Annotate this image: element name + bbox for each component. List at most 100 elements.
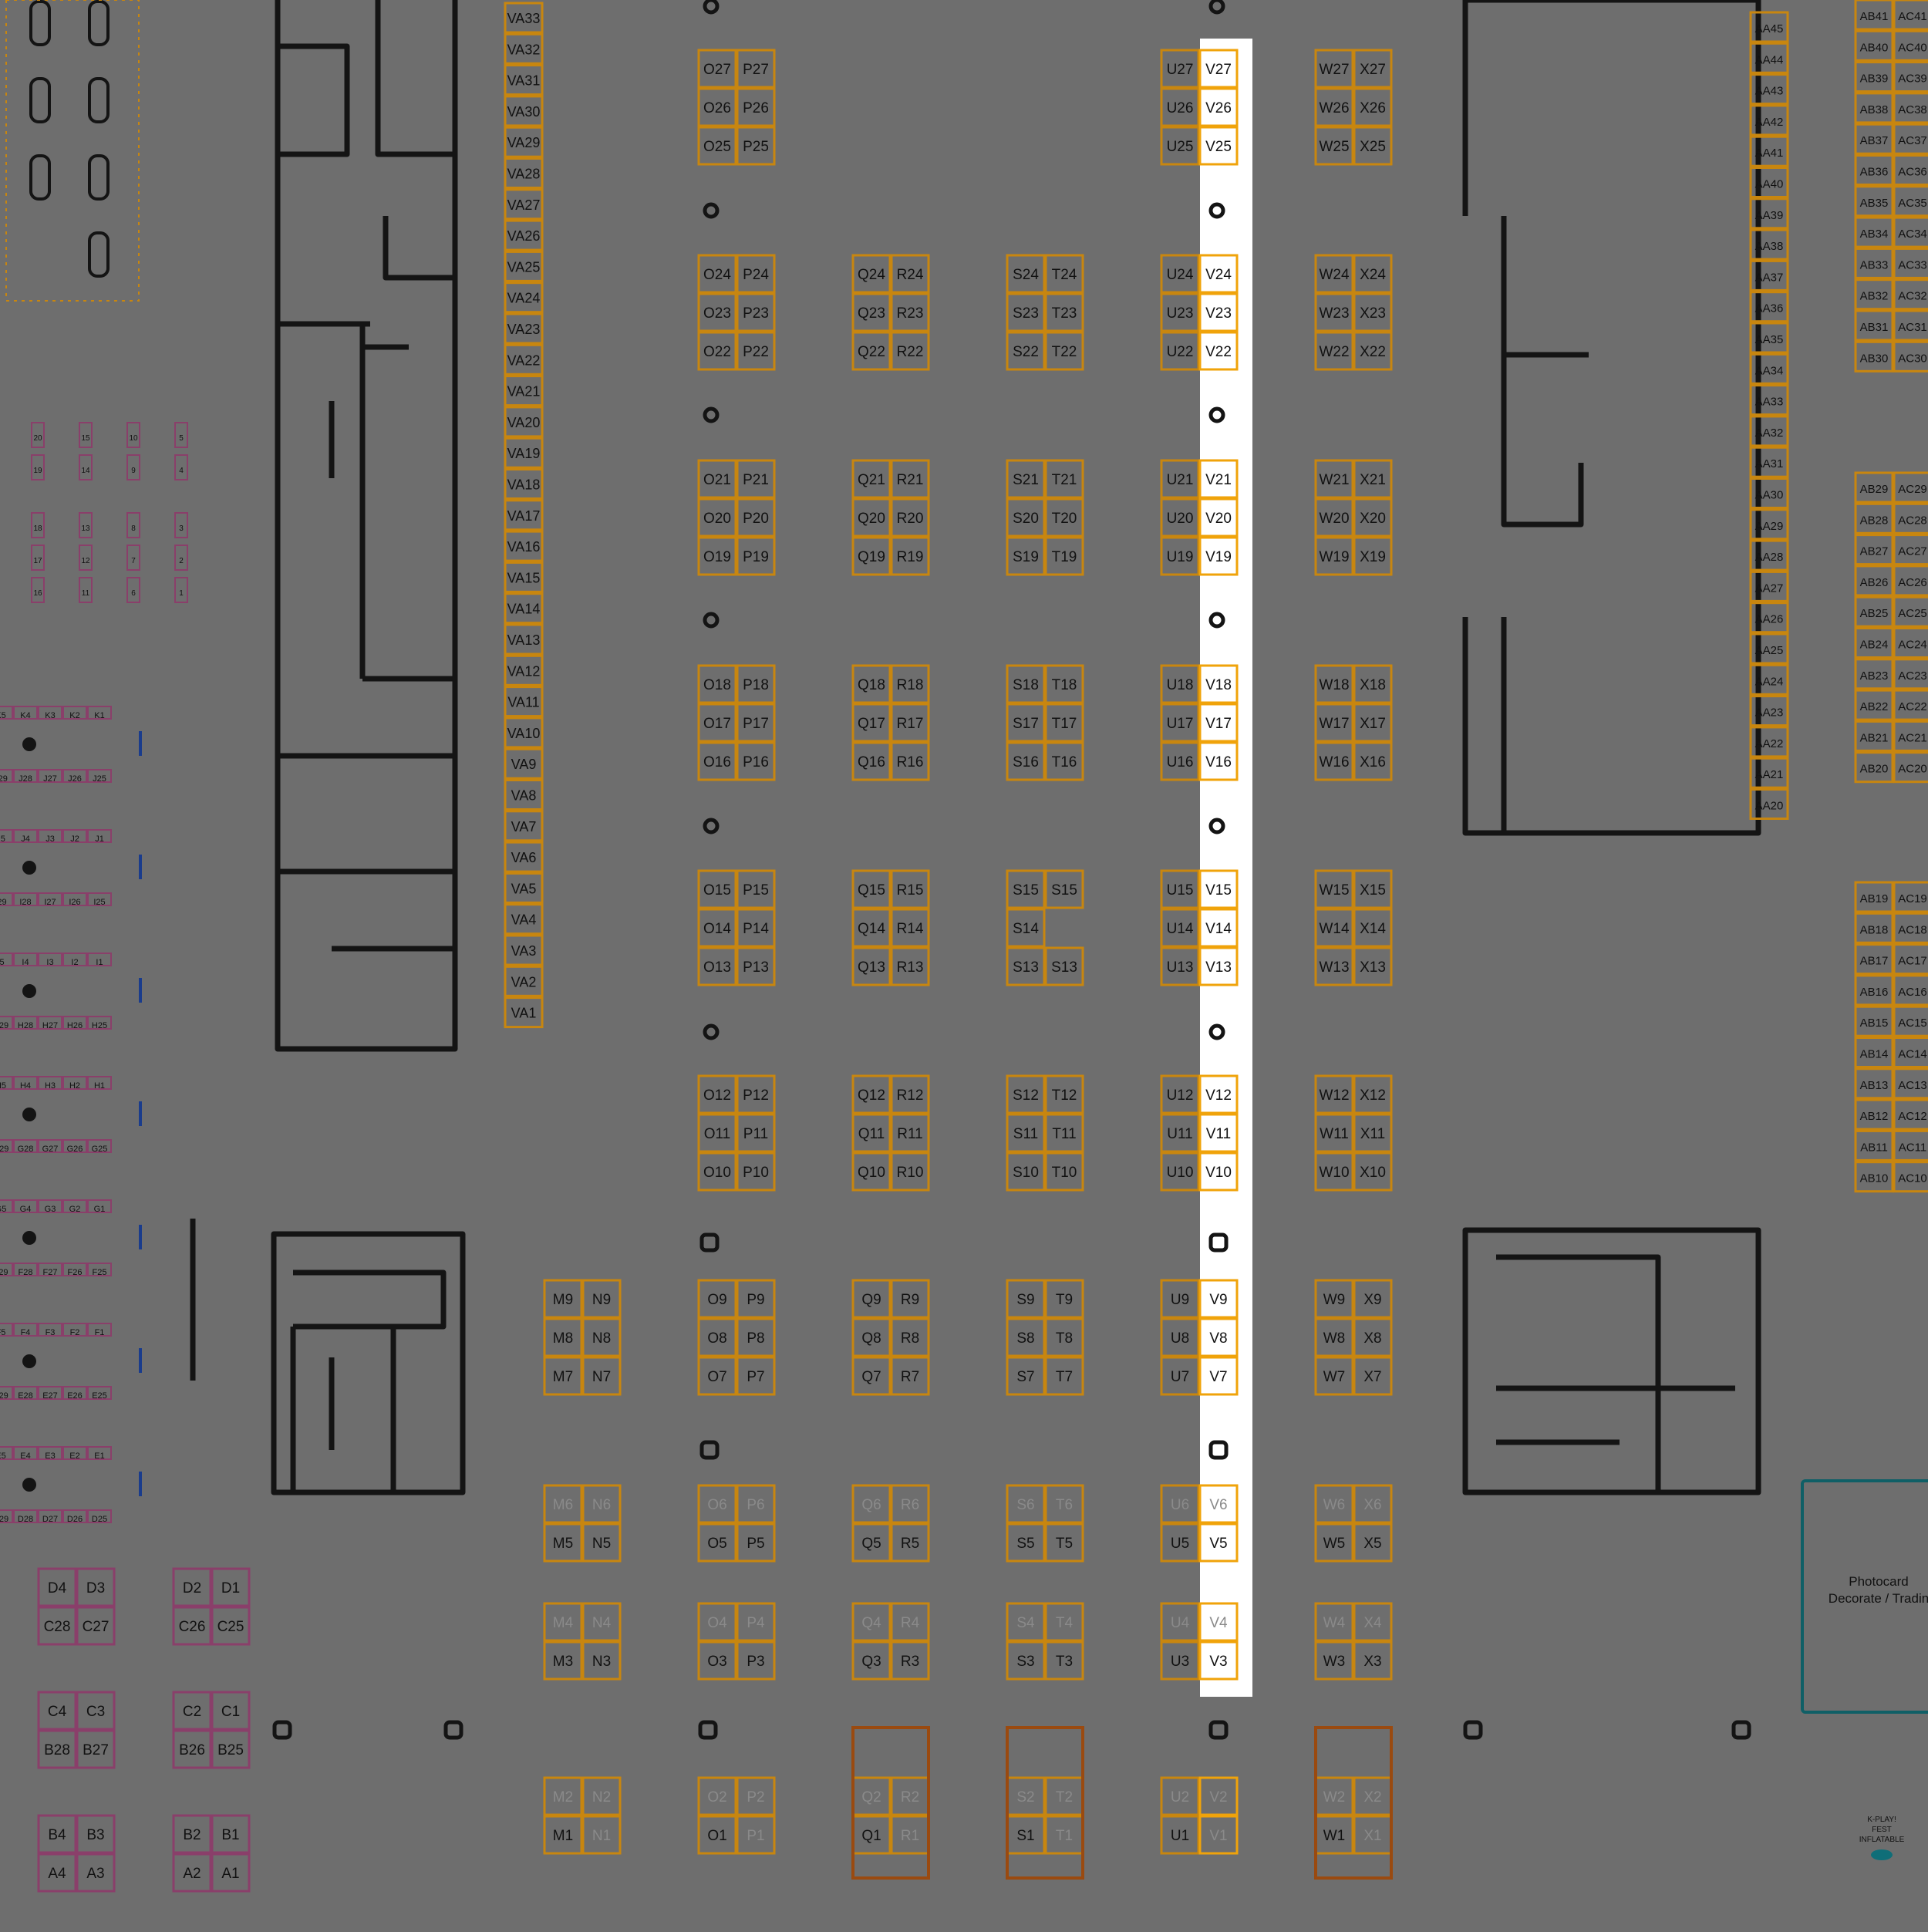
booth-q9[interactable]: Q9 (851, 1279, 892, 1319)
booth-ac18[interactable]: AC18 (1893, 912, 1928, 944)
booth-x6[interactable]: X6 (1353, 1484, 1393, 1524)
booth-q14[interactable]: Q14 (851, 908, 892, 948)
booth-outline[interactable] (1198, 1602, 1239, 1642)
booth-outline[interactable] (1353, 1484, 1393, 1524)
booth-outline[interactable] (1044, 536, 1084, 576)
booth-p12[interactable]: P12 (736, 1074, 776, 1114)
booth-outline[interactable] (1198, 741, 1239, 781)
booth-outline[interactable] (38, 1263, 62, 1276)
booth-outline[interactable] (1749, 477, 1789, 509)
booth-va7[interactable]: VA7 (504, 810, 544, 842)
booth-t9[interactable]: T9 (1044, 1279, 1084, 1319)
booth-q16[interactable]: Q16 (851, 741, 892, 781)
booth-ab14[interactable]: AB14 (1854, 1037, 1894, 1068)
booth-outline[interactable] (1160, 331, 1200, 371)
booth-outline[interactable] (736, 292, 776, 332)
booth-x10[interactable]: X10 (1353, 1151, 1393, 1192)
booth-ac30[interactable]: AC30 (1893, 340, 1928, 373)
booth-outline[interactable] (1198, 703, 1239, 743)
booth-u19[interactable]: U19 (1160, 536, 1200, 576)
booth-r17[interactable]: R17 (890, 703, 930, 743)
booth-c3[interactable]: C3 (76, 1691, 116, 1731)
booth-t17[interactable]: T17 (1044, 703, 1084, 743)
booth-1[interactable]: 1 (174, 577, 188, 603)
booth-outline[interactable] (697, 292, 737, 332)
booth-outline[interactable] (890, 1113, 930, 1153)
booth-outline[interactable] (1854, 1067, 1894, 1100)
booth-outline[interactable] (890, 254, 930, 294)
booth-outline[interactable] (1893, 471, 1928, 504)
booth-outline[interactable] (1160, 1074, 1200, 1114)
booth-v16[interactable]: V16 (1198, 741, 1239, 781)
booth-outline[interactable] (697, 254, 737, 294)
booth-outline[interactable] (1314, 1317, 1354, 1357)
booth-outline[interactable] (1314, 1602, 1354, 1642)
booth-i26[interactable]: I26 (62, 892, 87, 907)
booth-outline[interactable] (1893, 123, 1928, 155)
booth-outline[interactable] (1749, 11, 1789, 43)
booth-outline[interactable] (79, 454, 93, 480)
booth-aa37[interactable]: AA37 (1749, 259, 1789, 292)
booth-outline[interactable] (736, 497, 776, 538)
booth-outline[interactable] (13, 1263, 38, 1276)
booth-w4[interactable]: W4 (1314, 1602, 1354, 1642)
booth-q19[interactable]: Q19 (851, 536, 892, 576)
booth-outline[interactable] (1006, 946, 1046, 986)
booth-ab40[interactable]: AB40 (1854, 29, 1894, 62)
booth-outline[interactable] (62, 1076, 87, 1090)
booth-outline[interactable] (31, 454, 45, 480)
booth-p14[interactable]: P14 (736, 908, 776, 948)
booth-outline[interactable] (1044, 459, 1084, 499)
booth-outline[interactable] (851, 946, 892, 986)
booth-t16[interactable]: T16 (1044, 741, 1084, 781)
booth-r20[interactable]: R20 (890, 497, 930, 538)
booth-outline[interactable] (79, 545, 93, 571)
booth-outline[interactable] (1044, 254, 1084, 294)
booth-outline[interactable] (1006, 1522, 1046, 1563)
booth-outline[interactable] (0, 829, 13, 843)
booth-9[interactable]: 9 (126, 454, 140, 480)
booth-outline[interactable] (1006, 703, 1046, 743)
booth-m3[interactable]: M3 (543, 1640, 583, 1681)
booth-va10[interactable]: VA10 (504, 716, 544, 749)
booth-ac25[interactable]: AC25 (1893, 595, 1928, 628)
booth-outline[interactable] (1198, 49, 1239, 89)
booth-d29[interactable]: D29 (0, 1509, 13, 1524)
booth-s6[interactable]: S6 (1006, 1484, 1046, 1524)
booth-outline[interactable] (211, 1729, 251, 1769)
booth-outline[interactable] (504, 561, 544, 593)
booth-ac32[interactable]: AC32 (1893, 278, 1928, 311)
booth-x9[interactable]: X9 (1353, 1279, 1393, 1319)
booth-g27[interactable]: G27 (38, 1139, 62, 1154)
booth-outline[interactable] (581, 1317, 622, 1357)
booth-outline[interactable] (1893, 1129, 1928, 1162)
booth-q11[interactable]: Q11 (851, 1113, 892, 1153)
booth-outline[interactable] (1198, 126, 1239, 166)
booth-u4[interactable]: U4 (1160, 1602, 1200, 1642)
booth-outline[interactable] (1353, 1602, 1393, 1642)
booth-p2[interactable]: P2 (736, 1776, 776, 1816)
booth-outline[interactable] (1160, 87, 1200, 127)
booth-s19[interactable]: S19 (1006, 536, 1046, 576)
booth-outline[interactable] (890, 703, 930, 743)
booth-outline[interactable] (1006, 497, 1046, 538)
booth-w14[interactable]: W14 (1314, 908, 1354, 948)
booth-ac17[interactable]: AC17 (1893, 943, 1928, 976)
booth-outline[interactable] (581, 1522, 622, 1563)
booth-outline[interactable] (504, 64, 544, 96)
booth-outline[interactable] (79, 577, 93, 603)
booth-outline[interactable] (1314, 87, 1354, 127)
booth-outline[interactable] (174, 422, 188, 448)
booth-ab21[interactable]: AB21 (1854, 720, 1894, 752)
booth-v2[interactable]: V2 (1198, 1776, 1239, 1816)
booth-outline[interactable] (37, 1606, 77, 1646)
booth-m7[interactable]: M7 (543, 1356, 583, 1396)
booth-outline[interactable] (697, 946, 737, 986)
booth-w11[interactable]: W11 (1314, 1113, 1354, 1153)
booth-outline[interactable] (890, 331, 930, 371)
booth-outline[interactable] (1893, 1098, 1928, 1131)
booth-f25[interactable]: F25 (87, 1263, 112, 1277)
booth-p5[interactable]: P5 (736, 1522, 776, 1563)
booth-14[interactable]: 14 (79, 454, 93, 480)
booth-x4[interactable]: X4 (1353, 1602, 1393, 1642)
